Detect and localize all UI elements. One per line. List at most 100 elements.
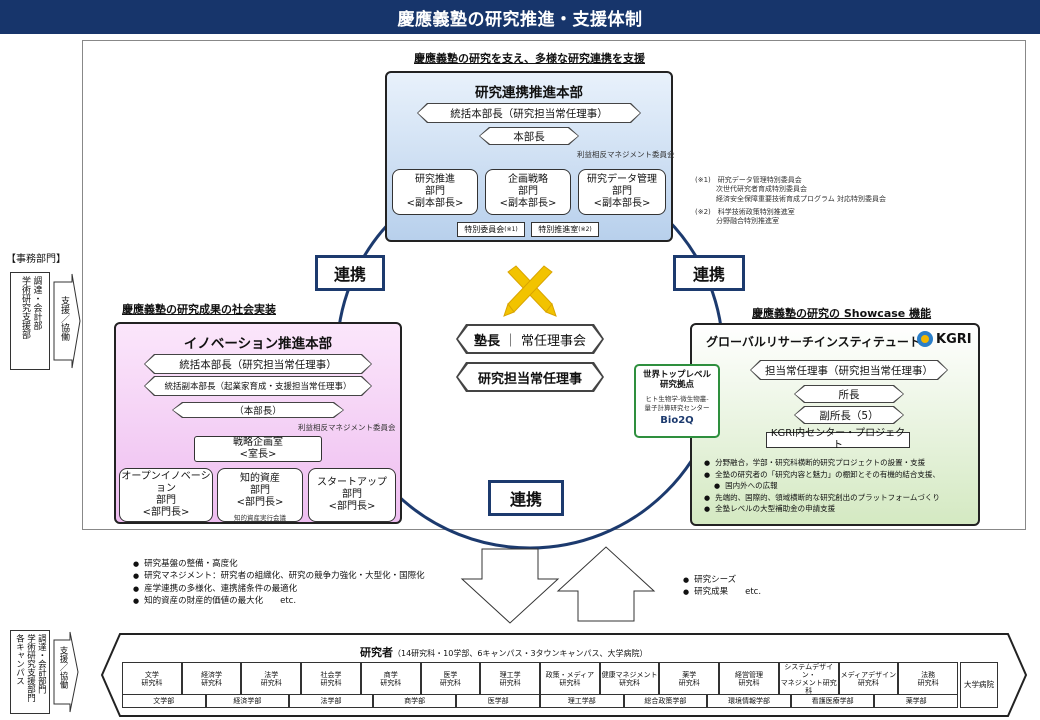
- faculty-cell: 経済学部: [205, 694, 290, 708]
- globe-icon: [917, 331, 933, 347]
- research-collab-title: 研究連携推進本部: [475, 85, 583, 101]
- kgri-bullet: 国内外への広報: [704, 480, 940, 492]
- faculty-cell: 環境情報学部: [707, 694, 791, 708]
- faculty-cell: 理工学部: [539, 694, 624, 708]
- kgri-bullets: 分野融合，学部・研究科横断的研究プロジェクトの設置・支援 全塾の研究者の「研究内…: [704, 457, 940, 515]
- pen-emblem-icon: [503, 265, 557, 317]
- strategy-office: 戦略企画室 <室長>: [194, 436, 322, 462]
- collab-label-bottom: 連携: [488, 480, 564, 516]
- top-chief: 統括本部長（研究担当常任理事）: [418, 104, 640, 122]
- faculty-cell: 看護医療学部: [790, 694, 875, 708]
- grad-school-cell: 経済学 研究科: [181, 662, 242, 697]
- campus-admin: 各キャンパス 学術研究支援部門 調達・会計部門: [10, 630, 50, 714]
- collab-label-left: 連携: [315, 255, 385, 291]
- campus-support-label: 支援／協働: [58, 646, 68, 689]
- kgri-vice-director: 副所長（5）: [795, 407, 903, 423]
- admin-departments: 学術研究支援部 調達・会計部: [10, 272, 50, 370]
- output-bullets: 研究シーズ 研究成果 etc.: [683, 574, 761, 599]
- page-title: 慶應義塾の研究推進・支援体制: [0, 0, 1040, 34]
- top-mgmt-committee: 利益相反マネジメント委員会: [577, 150, 675, 159]
- grad-school-cell: 文学 研究科: [122, 662, 182, 697]
- flow-arrows-icon: [460, 546, 656, 624]
- left-chief: 統括本部長（研究担当常任理事）: [145, 355, 371, 373]
- dept-research-data: 研究データ管理 部門 <副本部長>: [578, 169, 666, 215]
- bio2q-logo: Bio2Q: [660, 414, 694, 426]
- dept-startup: スタートアップ 部門 <部門長>: [308, 468, 396, 522]
- output-bullet: 研究シーズ: [683, 574, 761, 586]
- president-board: 塾長｜常任理事会: [458, 326, 602, 352]
- note-1: (※1) 研究データ管理特別委員会 次世代研究者育成特別委員会 経済安全保障重要…: [695, 176, 887, 203]
- kgri-bullet: 先端的、国際的、領域横断的な研究創出のプラットフォームづくり: [704, 492, 940, 504]
- output-bullet: 研究成果 etc.: [683, 586, 761, 598]
- grad-school-cell: 医学 研究科: [420, 662, 481, 697]
- kgri-logo: KGRI: [916, 330, 972, 348]
- dept-research-promotion: 研究推進 部門 <副本部長>: [392, 169, 478, 215]
- grad-school-cell: 商学 研究科: [360, 662, 421, 697]
- grad-school-cell: 社会学 研究科: [301, 662, 361, 697]
- campus-admin-item: 学術研究支援部門: [25, 634, 36, 702]
- dept-open-innovation: オープンイノベーション 部門 <部門長>: [119, 468, 213, 522]
- faculty-cell: 医学部: [456, 694, 540, 708]
- faculty-cell: 薬学部: [874, 694, 958, 708]
- kgri-title: グローバルリサーチインスティテュート: [706, 335, 921, 349]
- kgri-panel: グローバルリサーチインスティテュート KGRI 担当常任理事（研究担当常任理事）…: [690, 323, 980, 526]
- collab-label-right: 連携: [673, 255, 745, 291]
- support-bullet: 研究マネジメント：研究者の組織化、研究の競争力強化・大型化・国際化: [133, 570, 425, 582]
- grad-school-cell: 健康マネジメント 研究科: [599, 662, 660, 697]
- ip-execution-council: 知的資産実行会議: [234, 514, 286, 522]
- grad-school-cell: メディアデザイン 研究科: [838, 662, 899, 697]
- faculty-cell: 法学部: [289, 694, 373, 708]
- innovation-panel: イノベーション推進本部 統括本部長（研究担当常任理事） 統括副本部長（起業家育成…: [114, 322, 402, 524]
- research-director: 研究担当常任理事: [458, 364, 602, 390]
- innovation-title: イノベーション推進本部: [183, 336, 333, 352]
- wpi-title: 世界トップレベル 研究拠点: [642, 370, 711, 391]
- researchers-heading: 研究者（14研究科・10学部、6キャンパス・3タウンキャンパス、大学病院）: [360, 646, 648, 659]
- left-caption: 慶應義塾の研究成果の社会実装: [122, 303, 276, 316]
- kgri-executive: 担当常任理事（研究担当常任理事）: [751, 361, 947, 379]
- graduate-schools-row: 文学 研究科経済学 研究科法学 研究科社会学 研究科商学 研究科医学 研究科理工…: [122, 662, 958, 697]
- support-label: 支援／協働: [59, 296, 69, 341]
- support-bullet: 産学連携の多様化、連携諸条件の最適化: [133, 583, 425, 595]
- kgri-centers: KGRI内センター・プロジェクト: [766, 428, 910, 451]
- faculty-cell: 総合政策学部: [623, 694, 708, 708]
- campus-admin-item: 調達・会計部門: [36, 634, 47, 694]
- kgri-bullet: 全塾レベルの大型補助金の申請支援: [704, 503, 940, 515]
- undergraduate-row: 文学部経済学部法学部商学部医学部理工学部総合政策学部環境情報学部看護医療学部薬学…: [122, 694, 958, 708]
- left-mgmt-committee: 利益相反マネジメント委員会: [298, 423, 396, 432]
- top-caption: 慶應義塾の研究を支え、多様な研究連携を支援: [414, 52, 645, 65]
- grad-school-cell: 法務 研究科: [898, 662, 958, 697]
- support-arrow-icon: [53, 273, 81, 369]
- support-bullet: 知的資産の財産的価値の最大化 etc.: [133, 595, 425, 607]
- dept-intellectual-assets: 知的資産 部門 <部門長>: [217, 468, 303, 522]
- campus-support-arrow-icon: [53, 631, 79, 713]
- note-2: (※2) 科学技術政策特別推進室 分野融合特別推進室: [695, 208, 795, 226]
- faculty-cell: 文学部: [122, 694, 206, 708]
- campus-admin-item: 各キャンパス: [14, 634, 25, 685]
- kgri-director: 所長: [795, 386, 903, 402]
- grad-school-cell: 政策・メディア 研究科: [540, 662, 600, 697]
- grad-school-cell: 法学 研究科: [241, 662, 302, 697]
- admin-label: 【事務部門】: [6, 254, 66, 265]
- right-caption: 慶應義塾の研究の Showcase 機能: [752, 307, 932, 320]
- left-director: （本部長）: [173, 403, 343, 417]
- support-bullets: 研究基盤の整備・高度化 研究マネジメント：研究者の組織化、研究の競争力強化・大型…: [133, 558, 425, 607]
- dept-planning-strategy: 企画戦略 部門 <副本部長>: [485, 169, 571, 215]
- special-committee: 特別委員会(※1): [457, 222, 525, 237]
- special-office: 特別推進室(※2): [531, 222, 599, 237]
- wpi-desc: ヒト生物学-微生物叢- 量子計算研究センター: [644, 395, 710, 412]
- grad-school-cell: 理工学 研究科: [480, 662, 540, 697]
- admin-dept: 調達・会計部: [31, 276, 42, 330]
- university-hospital: 大学病院: [960, 662, 998, 708]
- top-director: 本部長: [480, 128, 578, 144]
- left-vice-chief: 統括副本部長（起業家育成・支援担当常任理事）: [145, 377, 371, 395]
- wpi-box: 世界トップレベル 研究拠点 ヒト生物学-微生物叢- 量子計算研究センター Bio…: [634, 364, 720, 438]
- kgri-bullet: 全塾の研究者の「研究内容と魅力」の棚卸とその有機的結合支援、: [704, 469, 940, 481]
- grad-school-cell: システムデザイン・ マネジメント研究科: [778, 662, 839, 697]
- faculty-cell: 商学部: [372, 694, 457, 708]
- grad-school-cell: 薬学 研究科: [659, 662, 720, 697]
- support-bullet: 研究基盤の整備・高度化: [133, 558, 425, 570]
- research-collab-panel: 研究連携推進本部 統括本部長（研究担当常任理事） 本部長 利益相反マネジメント委…: [385, 71, 675, 242]
- grad-school-cell: 経営管理 研究科: [719, 662, 779, 697]
- admin-dept: 学術研究支援部: [20, 276, 30, 339]
- kgri-bullet: 分野融合，学部・研究科横断的研究プロジェクトの設置・支援: [704, 457, 940, 469]
